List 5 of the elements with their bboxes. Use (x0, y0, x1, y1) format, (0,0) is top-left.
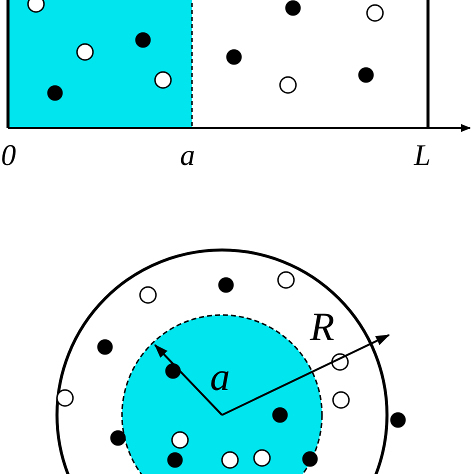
axis-label: 0 (1, 139, 16, 172)
axis-label: L (414, 139, 431, 172)
axis-label: a (180, 139, 195, 172)
radius-label: R (310, 304, 334, 349)
radius-label: a (210, 354, 230, 399)
